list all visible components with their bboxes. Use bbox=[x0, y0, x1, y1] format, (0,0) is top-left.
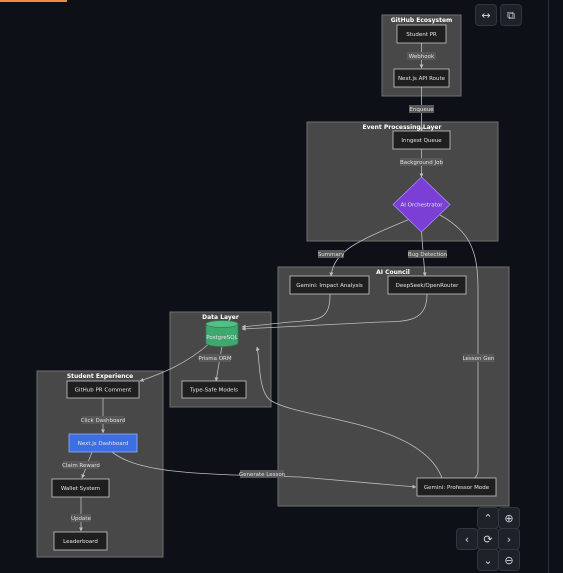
node-label: Leaderboard bbox=[63, 539, 98, 545]
node-ai-orchestrator[interactable]: AI Orchestrator bbox=[392, 176, 451, 233]
edge-label-webhook: Webhook bbox=[409, 54, 435, 60]
edge-label-claim-reward: Claim Reward bbox=[62, 463, 100, 469]
node-label: Gemini: Professor Mode bbox=[424, 485, 490, 491]
cluster-student-experience: Student Experience bbox=[36, 370, 164, 558]
node-inngest-queue[interactable]: Inngest Queue bbox=[392, 130, 451, 150]
node-gemini-impact[interactable]: Gemini: Impact Analysis bbox=[289, 275, 370, 295]
node-label: Next.js API Route bbox=[398, 76, 446, 82]
copy-icon: ⧉ bbox=[507, 8, 515, 22]
edge-label-bug-detection: Bug Detection bbox=[408, 252, 448, 258]
zoom-out-button[interactable]: ⊖ bbox=[498, 549, 520, 571]
copy-button[interactable]: ⧉ bbox=[500, 4, 522, 26]
node-label: Student PR bbox=[406, 32, 437, 38]
reset-icon: ⟳ bbox=[483, 532, 493, 546]
edge-db-to-comment bbox=[139, 342, 211, 382]
edge-label-background-job: Background Job bbox=[400, 160, 444, 166]
node-leaderboard[interactable]: Leaderboard bbox=[53, 531, 108, 551]
zoom-in-button[interactable]: ⊕ bbox=[498, 507, 520, 529]
edge-prisma-orm bbox=[214, 345, 223, 382]
node-label: Inngest Queue bbox=[401, 138, 442, 144]
node-api-route[interactable]: Next.js API Route bbox=[393, 68, 450, 88]
cluster-title: Data Layer bbox=[202, 314, 239, 321]
edge-label-lesson-gen: Lesson Gen bbox=[463, 356, 495, 362]
zoom-out-icon: ⊖ bbox=[504, 553, 514, 567]
chevron-up-icon: ⌃ bbox=[483, 511, 493, 525]
node-postgresql[interactable]: PostgreSQL bbox=[205, 320, 239, 347]
pan-down-button[interactable]: ⌄ bbox=[477, 549, 499, 571]
node-type-safe-models[interactable]: Type-Safe Models bbox=[181, 380, 247, 399]
node-deepseek[interactable]: DeepSeek/OpenRouter bbox=[387, 275, 467, 295]
node-github-pr-comment[interactable]: GitHub PR Comment bbox=[66, 380, 140, 399]
edge-label-enqueue: Enqueue bbox=[409, 107, 434, 113]
edge-professor-to-db bbox=[255, 346, 443, 479]
chevron-right-icon: › bbox=[506, 532, 512, 546]
node-label: Next.js Dashboard bbox=[78, 441, 129, 447]
node-label: Gemini: Impact Analysis bbox=[296, 283, 363, 289]
pan-left-button[interactable]: ‹ bbox=[456, 528, 478, 550]
edge-label-click-dashboard: Click Dashboard bbox=[81, 418, 126, 424]
edge-label-generate-lesson: Generate Lesson bbox=[239, 472, 286, 478]
zoom-in-icon: ⊕ bbox=[504, 511, 514, 525]
cluster-title: AI Council bbox=[376, 269, 410, 276]
edge-labels: Webhook Enqueue Background Job Summary B… bbox=[62, 52, 495, 522]
edge-summary bbox=[329, 218, 411, 277]
node-wallet-system[interactable]: Wallet System bbox=[51, 478, 110, 498]
expand-button[interactable]: ↔ bbox=[475, 4, 497, 26]
node-label: Wallet System bbox=[61, 486, 100, 492]
cluster-title: Student Experience bbox=[67, 373, 133, 380]
edge-deepseek-to-db bbox=[241, 293, 428, 331]
cluster-title: GitHub Ecosystem bbox=[391, 17, 453, 24]
node-nextjs-dashboard[interactable]: Next.js Dashboard bbox=[68, 433, 138, 453]
node-label: DeepSeek/OpenRouter bbox=[396, 283, 459, 289]
edge-label-summary: Summary bbox=[318, 252, 345, 258]
pan-up-button[interactable]: ⌃ bbox=[477, 507, 499, 529]
node-label: PostgreSQL bbox=[206, 335, 238, 341]
pan-right-button[interactable]: › bbox=[498, 528, 520, 550]
edge-label-update: Update bbox=[71, 516, 92, 522]
reset-view-button[interactable]: ⟳ bbox=[477, 528, 499, 550]
node-professor-mode[interactable]: Gemini: Professor Mode bbox=[416, 477, 497, 497]
chevron-left-icon: ‹ bbox=[464, 532, 470, 546]
active-tab-indicator bbox=[0, 0, 67, 2]
expand-icon: ↔ bbox=[481, 8, 491, 22]
edge-impact-to-db bbox=[241, 293, 331, 329]
node-label: Type-Safe Models bbox=[189, 388, 238, 394]
node-label: GitHub PR Comment bbox=[75, 388, 132, 394]
cluster-title: Event Processing Layer bbox=[363, 124, 442, 131]
edge-label-prisma-orm: Prisma ORM bbox=[198, 356, 232, 362]
node-student-pr[interactable]: Student PR bbox=[396, 24, 447, 44]
cluster-ai-council: AI Council bbox=[277, 266, 510, 507]
node-label: AI Orchestrator bbox=[401, 203, 444, 209]
diagram-viewport bbox=[548, 0, 549, 573]
chevron-down-icon: ⌄ bbox=[483, 553, 493, 567]
